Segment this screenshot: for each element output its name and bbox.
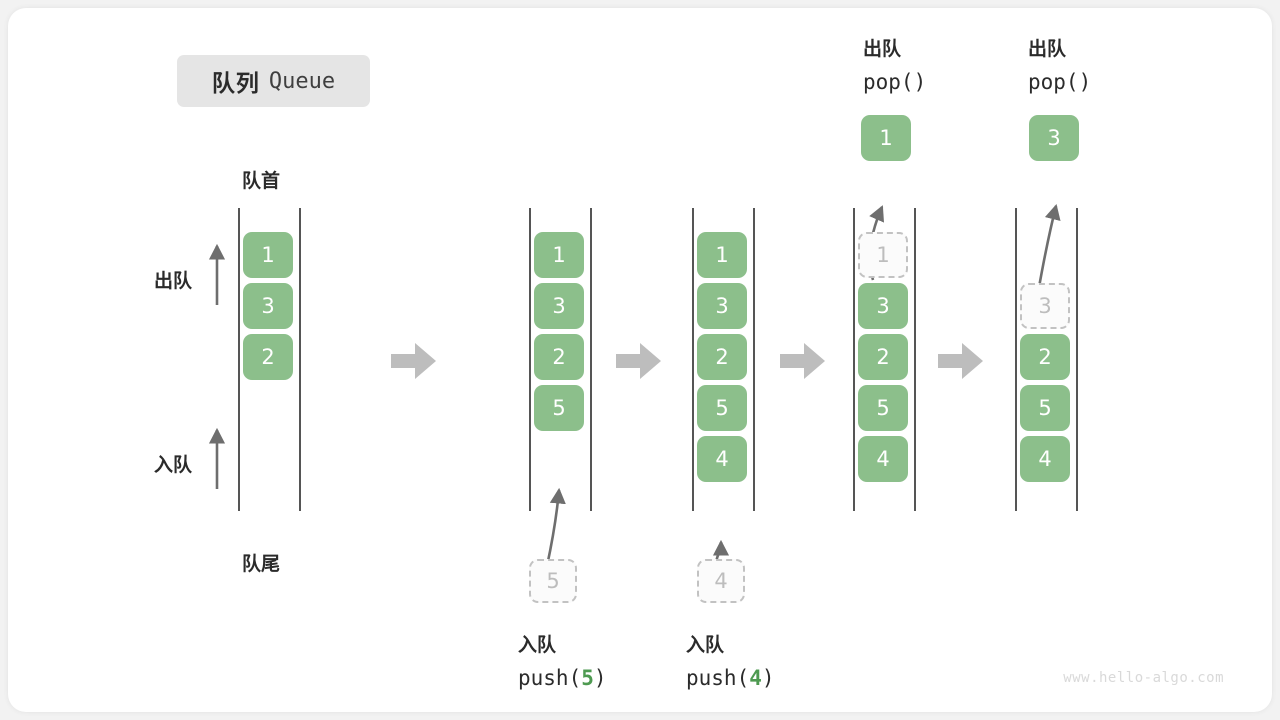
rail-right-stage-2 xyxy=(590,208,592,511)
queue-cell: 5 xyxy=(697,385,747,431)
queue-cell: 2 xyxy=(534,334,584,380)
push-op-cn-label: 入队 xyxy=(518,634,557,656)
push-code-suffix: ) xyxy=(593,666,607,690)
push-op-code: push(5) xyxy=(518,666,607,690)
queue-cell: 4 xyxy=(697,436,747,482)
rail-left-stage-1 xyxy=(238,208,240,511)
rail-right-stage-4 xyxy=(914,208,916,511)
pop-op-code: pop() xyxy=(863,70,926,94)
rail-left-stage-5 xyxy=(1015,208,1017,511)
queue-cell: 3 xyxy=(858,283,908,329)
queue-stage-1: 1 3 2 xyxy=(243,232,293,380)
rear-label: 队尾 xyxy=(242,553,281,575)
title-cn: 队列 xyxy=(211,71,260,97)
queue-cell: 5 xyxy=(534,385,584,431)
push-code-prefix: push( xyxy=(518,666,582,690)
queue-stage-3: 1 3 2 5 4 xyxy=(697,232,747,482)
pop-code-prefix: pop( xyxy=(1028,70,1079,94)
queue-cell: 2 xyxy=(243,334,293,380)
front-label: 队首 xyxy=(242,170,281,192)
push-code-suffix: ) xyxy=(761,666,775,690)
queue-cell: 2 xyxy=(858,334,908,380)
queue-cell: 5 xyxy=(858,385,908,431)
pop-op-cn-label: 出队 xyxy=(863,38,902,60)
rail-left-stage-3 xyxy=(692,208,694,511)
push-code-value: 4 xyxy=(749,666,762,690)
pop-code-suffix: ) xyxy=(913,70,927,94)
queue-cell: 2 xyxy=(697,334,747,380)
queue-cell: 1 xyxy=(534,232,584,278)
queue-cell: 5 xyxy=(1020,385,1070,431)
queue-cell-ghost: 3 xyxy=(1020,283,1070,329)
push-code-value: 5 xyxy=(581,666,594,690)
incoming-ghost-cell: 5 xyxy=(529,559,577,603)
rail-left-stage-4 xyxy=(853,208,855,511)
diagram-page: 队列 Queue 队首 xyxy=(8,8,1272,712)
watermark: www.hello-algo.com xyxy=(1063,670,1224,686)
rail-right-stage-5 xyxy=(1076,208,1078,511)
title-badge: 队列 Queue xyxy=(177,55,370,107)
arrow-overlay xyxy=(208,203,1061,567)
pop-op-code: pop() xyxy=(1028,70,1091,94)
push-op-code: push(4) xyxy=(686,666,775,690)
pop-code-suffix: ) xyxy=(1078,70,1092,94)
queue-stage-4: 1 3 2 5 4 xyxy=(858,232,908,482)
step-arrows xyxy=(391,343,983,379)
pop-op-cn-label: 出队 xyxy=(1028,38,1067,60)
rail-right-stage-3 xyxy=(753,208,755,511)
dequeue-label: 出队 xyxy=(154,270,193,292)
queue-cell: 4 xyxy=(858,436,908,482)
queue-cell: 3 xyxy=(243,283,293,329)
push-code-prefix: push( xyxy=(686,666,750,690)
title-en: Queue xyxy=(268,68,336,94)
queue-stage-2: 1 3 2 5 xyxy=(534,232,584,431)
queue-cell-ghost: 1 xyxy=(858,232,908,278)
incoming-ghost-cell: 4 xyxy=(697,559,745,603)
queue-stage-5: 3 2 5 4 xyxy=(1020,283,1070,482)
rail-left-stage-2 xyxy=(529,208,531,511)
queue-cell: 3 xyxy=(534,283,584,329)
queue-cell: 1 xyxy=(697,232,747,278)
queue-cell: 2 xyxy=(1020,334,1070,380)
popped-cell: 3 xyxy=(1029,115,1079,161)
queue-cell: 4 xyxy=(1020,436,1070,482)
queue-cell: 3 xyxy=(697,283,747,329)
pop-code-prefix: pop( xyxy=(863,70,914,94)
popped-cell: 1 xyxy=(861,115,911,161)
push-op-cn-label: 入队 xyxy=(686,634,725,656)
rail-right-stage-1 xyxy=(299,208,301,511)
queue-cell: 1 xyxy=(243,232,293,278)
enqueue-label: 入队 xyxy=(154,454,193,476)
